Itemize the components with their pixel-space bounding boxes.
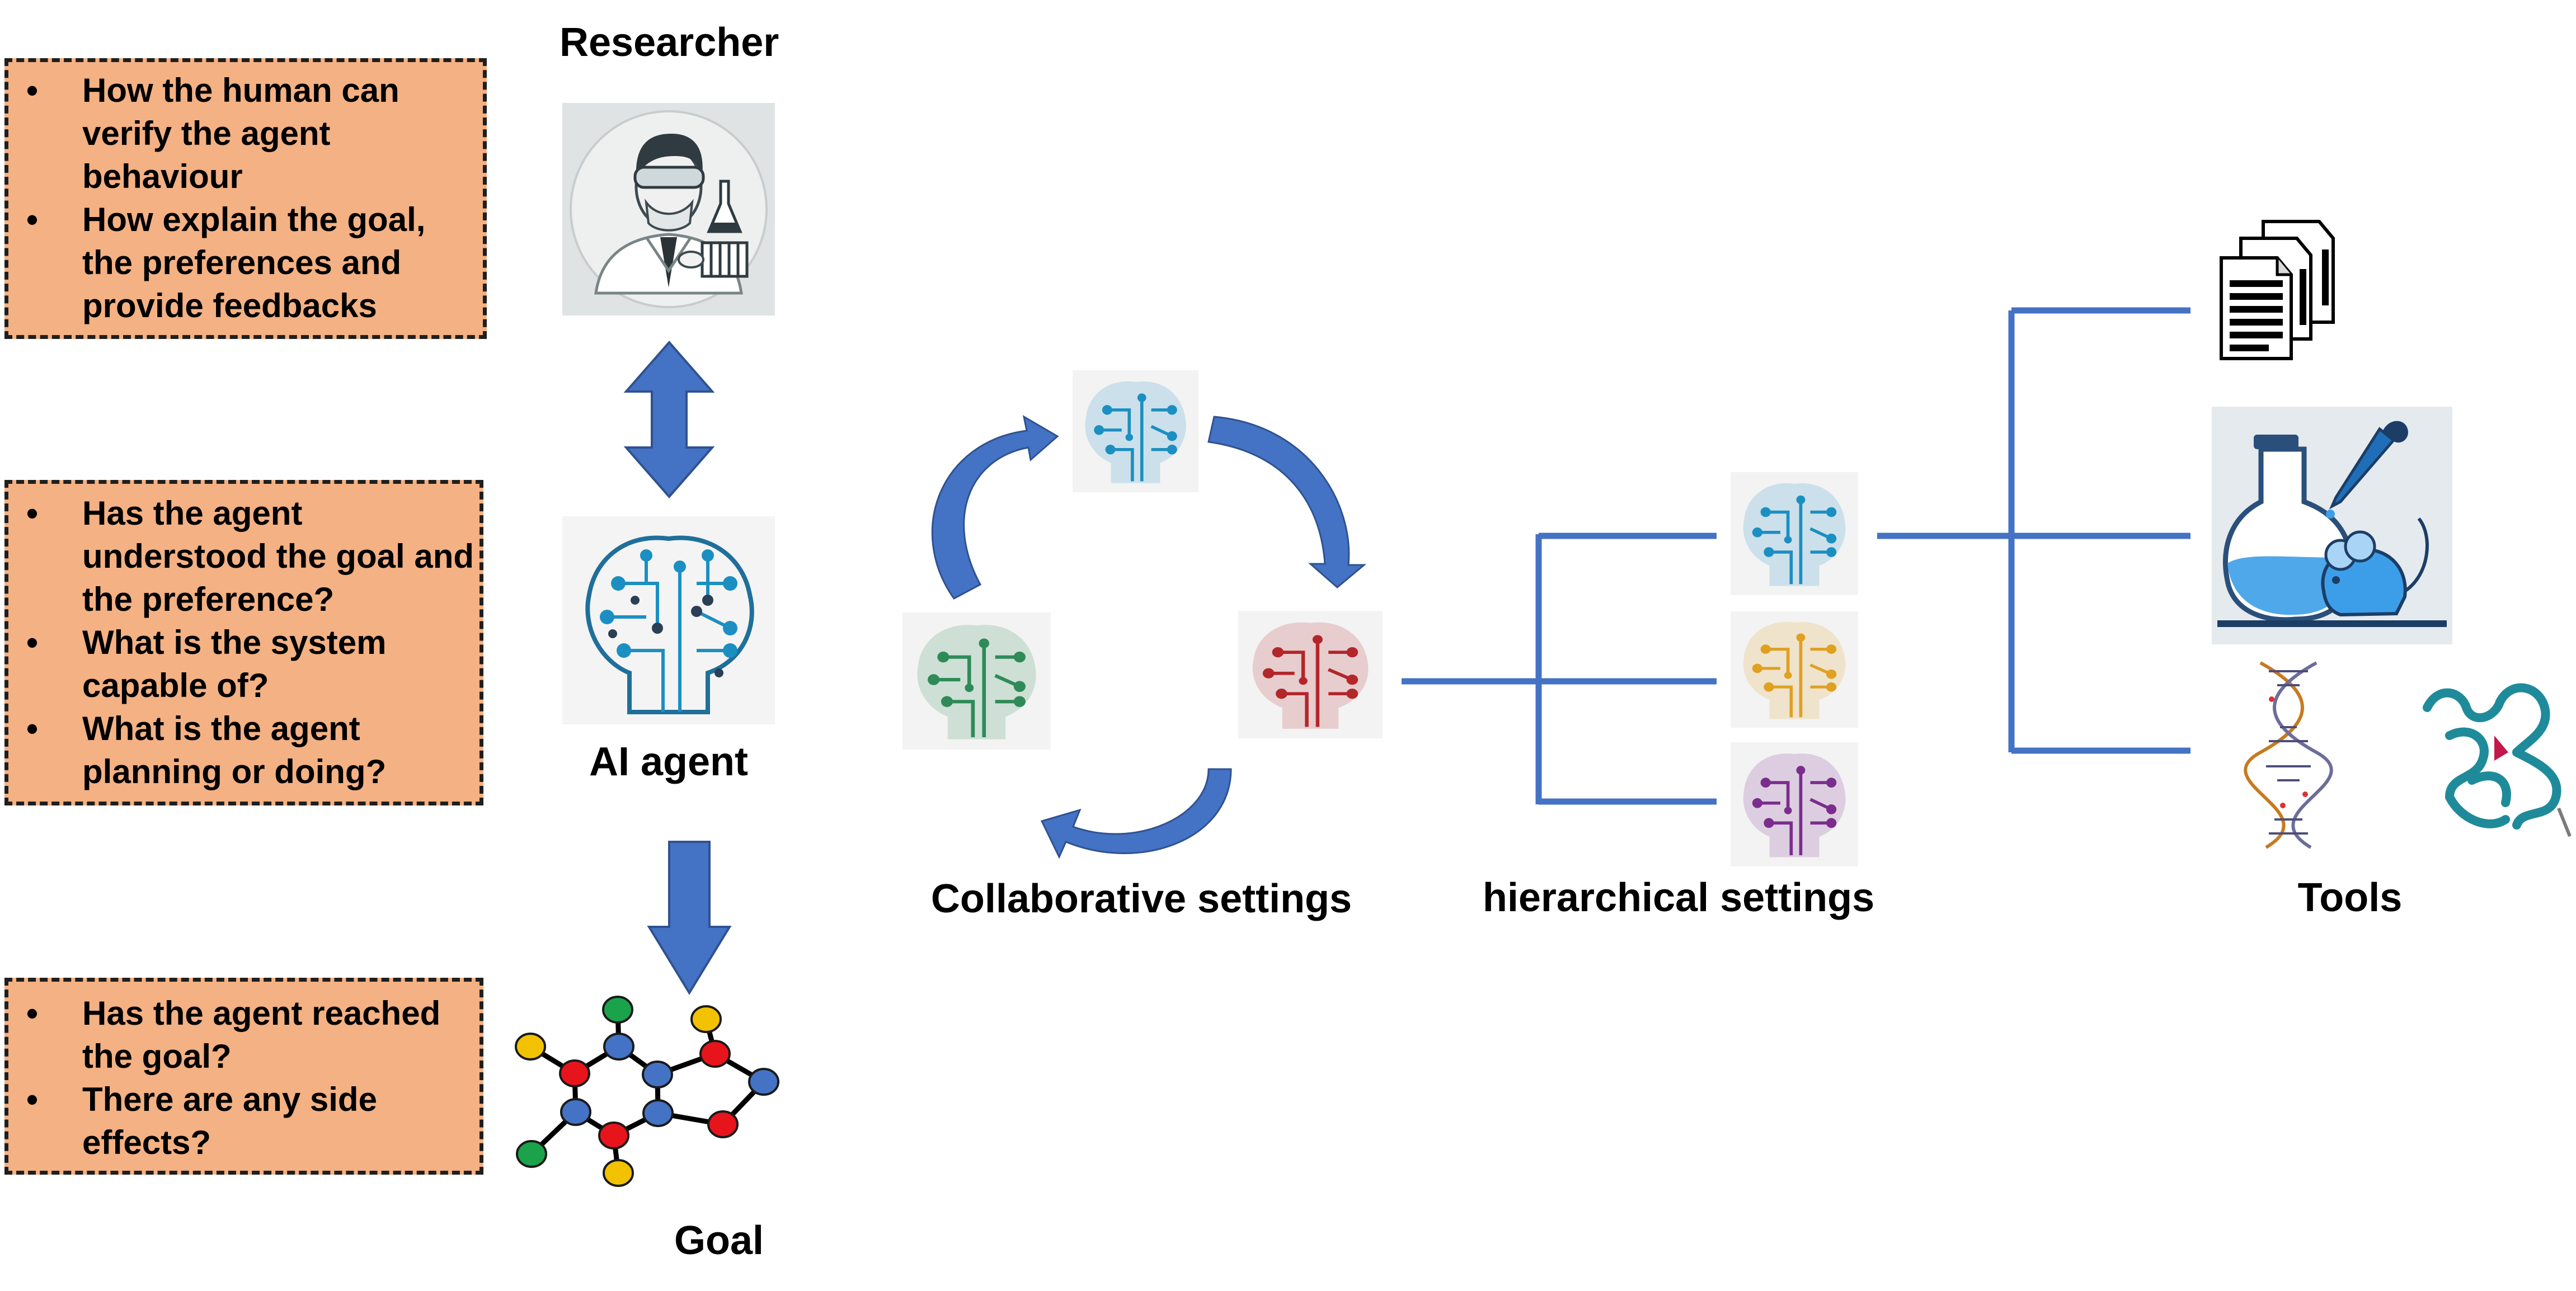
verification-questions-box: How the human can verify the agent behav…	[4, 58, 487, 339]
brain-blue-icon	[1073, 370, 1198, 492]
brain-purple-icon	[1731, 742, 1858, 866]
brain-green-icon	[902, 612, 1051, 750]
documents-icon	[2218, 216, 2336, 361]
hierarchical-settings-label: hierarchical settings	[1482, 875, 1875, 920]
brain-red-icon	[1238, 611, 1383, 738]
curved-arrow-left	[931, 415, 1059, 600]
ai-agent-label: AI agent	[589, 739, 749, 784]
flask-dropper-mouse-icon	[2212, 407, 2452, 644]
question-item: What is the system capable of?	[8, 621, 480, 707]
question-item: What is the agent planning or doing?	[8, 707, 480, 793]
molecule-graph-icon	[515, 987, 783, 1205]
circuit-brain-icon	[562, 516, 775, 724]
scientist-with-goggles-and-flask-icon	[562, 103, 775, 315]
tools-label: Tools	[2297, 875, 2403, 920]
protein-structure-icon	[2416, 668, 2576, 845]
collaborative-settings-label: Collaborative settings	[930, 877, 1352, 921]
researcher-label: Researcher	[560, 20, 779, 65]
brain-orange-icon	[1731, 611, 1858, 728]
tool-lines	[1877, 307, 2190, 754]
goal-label: Goal	[674, 1218, 764, 1263]
question-item: There are any side effects?	[8, 1078, 480, 1164]
curved-arrow-right	[1207, 416, 1367, 588]
brain-blue-icon	[1731, 472, 1858, 595]
outcome-questions-box: Has the agent reached the goal? There ar…	[4, 978, 483, 1175]
hierarchy-lines	[1402, 533, 1717, 805]
cycle-arrows	[931, 415, 1367, 859]
understanding-questions-box: Has the agent understood the goal and th…	[4, 480, 483, 805]
question-item: Has the agent reached the goal?	[8, 992, 480, 1078]
down-arrow	[647, 841, 732, 995]
question-item: How explain the goal, the preferences an…	[8, 198, 483, 327]
question-item: How the human can verify the agent behav…	[8, 69, 483, 198]
dna-helix-icon	[2244, 660, 2333, 850]
curved-arrow-bottom	[1040, 768, 1232, 859]
double-arrow	[623, 340, 715, 499]
question-item: Has the agent understood the goal and th…	[8, 492, 480, 621]
